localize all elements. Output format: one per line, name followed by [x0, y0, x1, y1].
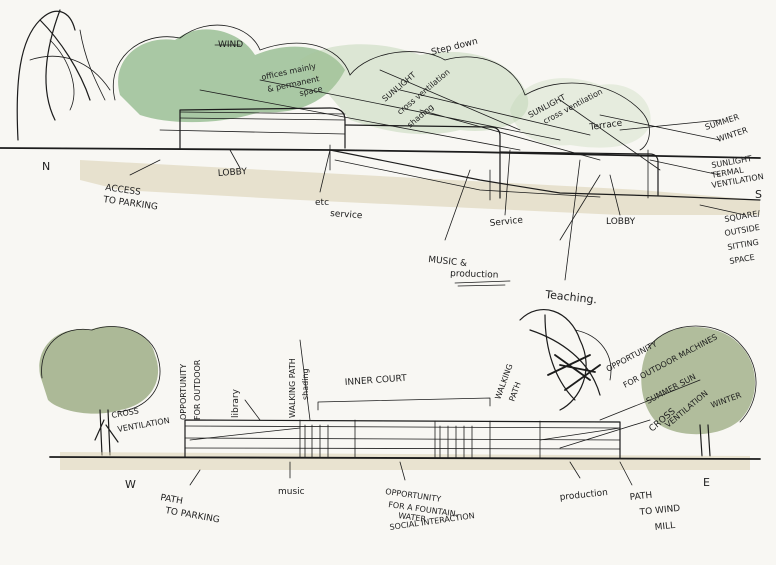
- ground-line-top: [0, 147, 761, 159]
- section-bottom: W E CROSS VENTILATION OPPORTUNITY FOR OU…: [39, 309, 761, 533]
- label-etc-service: service: [330, 209, 363, 221]
- label-access: ACCESS: [105, 183, 142, 198]
- label-sitting: SITTING: [727, 238, 760, 252]
- label-outside: OUTSIDE: [724, 223, 761, 238]
- label-path-parking-2: TO PARKING: [163, 506, 220, 526]
- windmill-scribble: [519, 309, 612, 411]
- label-east: E: [703, 476, 710, 489]
- foliage-wash-top-mid: [300, 44, 529, 135]
- label-cross-vent-2: VENTILATION: [117, 416, 171, 434]
- ground-wash-top: [80, 160, 760, 215]
- slope-line: [329, 149, 761, 201]
- label-winter-top: WINTER: [716, 125, 749, 144]
- tree-wash-bottom-left: [39, 326, 159, 414]
- foliage-wash-top-left: [118, 29, 346, 123]
- label-library: library: [231, 388, 241, 418]
- label-lobby-1: LOBBY: [218, 167, 248, 179]
- building-middle: [344, 124, 501, 199]
- label-opportunity-3c: WATER: [398, 511, 427, 524]
- label-terrace: Terrace: [588, 118, 623, 133]
- label-service: Service: [489, 216, 524, 229]
- label-opportunity-1: OPPORTUNITY: [179, 364, 188, 420]
- label-music: MUSIC &: [428, 255, 468, 269]
- label-south: S: [755, 188, 762, 201]
- label-production: production: [559, 488, 608, 503]
- label-walking-b2: PATH: [507, 381, 522, 403]
- label-access-2: TO PARKING: [102, 195, 159, 213]
- windmill-sketch: [16, 9, 111, 141]
- building-upper: [179, 107, 346, 149]
- label-teaching: Teaching.: [544, 288, 598, 306]
- label-wind: WIND: [218, 40, 243, 50]
- sun-rays-top: [199, 69, 721, 241]
- label-inner-court: INNER COURT: [345, 374, 408, 388]
- tree-trunk-left: [94, 409, 119, 456]
- label-lobby-2: LOBBY: [606, 217, 636, 227]
- label-path-wind-3: MILL: [654, 521, 675, 533]
- ground-line-bottom: [49, 456, 761, 460]
- label-opportunity-1b: FOR OUTDOOR: [193, 359, 202, 420]
- label-path-wind-2: TO WIND: [638, 504, 681, 518]
- label-music-bottom: music: [278, 487, 305, 497]
- inner-court-bracket: [317, 397, 491, 411]
- label-etc: etc: [315, 198, 329, 208]
- label-north: N: [42, 160, 50, 173]
- ground-wash-bottom: [60, 452, 750, 470]
- label-walking-path-2: shading: [301, 368, 310, 400]
- foliage-wash-top-right: [510, 78, 651, 148]
- label-path-wind: PATH: [629, 491, 652, 503]
- label-space: SPACE: [729, 253, 756, 266]
- label-west: W: [125, 478, 136, 491]
- label-walking-path: WALKING PATH: [288, 358, 297, 418]
- label-path-parking: PATH: [159, 493, 183, 507]
- tree-outline-top-mid: [349, 51, 650, 151]
- section-top: N S WIND offices mainly & permanent spac…: [0, 9, 764, 306]
- tree-outline-top-left: [113, 24, 351, 101]
- tree-trunk-right: [699, 424, 711, 457]
- label-music-2: production: [450, 269, 499, 281]
